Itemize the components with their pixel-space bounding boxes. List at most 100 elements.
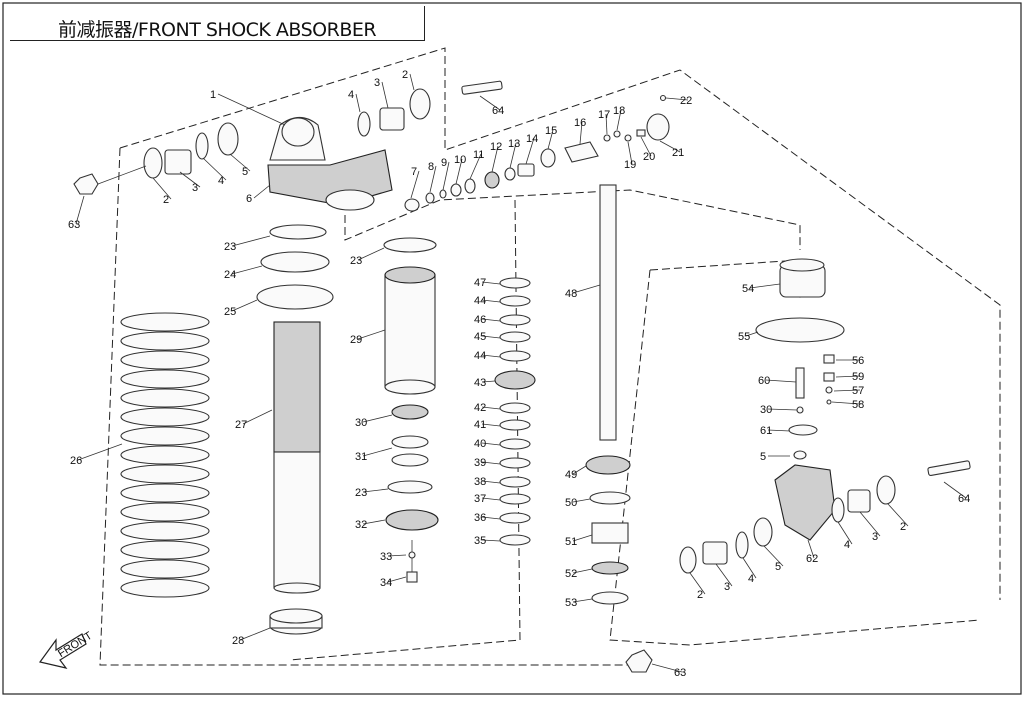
bushing-3-lower-right: [847, 489, 871, 513]
callout-2: 2: [163, 194, 169, 206]
shim-stack: [494, 277, 536, 546]
leader-line: [229, 153, 251, 172]
shim: [499, 476, 531, 488]
callout-41: 41: [474, 419, 486, 431]
leader-line: [547, 129, 554, 150]
o-ring-15: [540, 148, 556, 168]
shim: [499, 402, 531, 414]
shim: [494, 370, 536, 390]
front-arrow-icon: FRONT: [38, 630, 95, 669]
leader-line: [763, 545, 784, 567]
callout-18: 18: [613, 105, 625, 117]
callout-25: 25: [224, 306, 236, 318]
leader-line: [835, 375, 861, 378]
leader-line: [572, 598, 593, 603]
spring-coil: [120, 445, 210, 465]
callout-14: 14: [526, 133, 538, 145]
leader-line: [409, 73, 415, 91]
callout-53: 53: [565, 597, 577, 609]
bearing-24: [260, 251, 330, 273]
seal-52: [591, 561, 629, 575]
assembly-outline-right: [649, 259, 801, 300]
nut-34: [406, 571, 418, 583]
assembly-outline-mid: [344, 189, 801, 250]
upper-right-eye-group: [357, 80, 503, 137]
callout-3: 3: [872, 531, 878, 543]
leader-line: [481, 539, 501, 542]
seat-55: [755, 317, 845, 343]
lower-body-62: [774, 464, 836, 541]
leader-line: [481, 318, 501, 322]
shim: [499, 419, 531, 431]
part-18: [613, 130, 621, 138]
leader-line: [572, 568, 593, 574]
leader-line: [179, 171, 201, 188]
callout-23: 23: [350, 255, 362, 267]
leader-line: [239, 627, 271, 641]
callout-57: 57: [852, 385, 864, 397]
callout-43: 43: [474, 377, 486, 389]
piston-32: [385, 509, 439, 531]
callout-2: 2: [402, 69, 408, 81]
callout-31: 31: [355, 451, 367, 463]
leader-line: [455, 158, 463, 185]
part-10: [450, 183, 462, 197]
bellows-27: [273, 321, 321, 453]
leader-line: [572, 284, 601, 294]
callout-5: 5: [242, 166, 248, 178]
callout-9: 9: [441, 157, 447, 169]
leader-line: [381, 81, 389, 109]
leader-line: [572, 498, 591, 503]
callout-13: 13: [508, 138, 520, 150]
leader-line: [627, 141, 633, 165]
bearing-5: [217, 122, 239, 156]
leader-line: [357, 247, 385, 261]
coil-spring-26: [120, 312, 210, 598]
callout-63: 63: [674, 667, 686, 679]
leader-line: [837, 521, 853, 545]
leader-line: [362, 488, 389, 493]
bump-cover-group: [269, 321, 323, 635]
callout-21: 21: [672, 147, 684, 159]
callout-46: 46: [474, 314, 486, 326]
part-56: [823, 354, 835, 364]
o-ring-23-c: [387, 480, 433, 494]
callout-62: 62: [806, 553, 818, 565]
leader-line: [745, 331, 759, 337]
seal-2-lower-left: [679, 546, 697, 574]
callout-17: 17: [598, 109, 610, 121]
leader-line: [362, 414, 393, 423]
reservoir-cap: [325, 189, 375, 211]
upper-mount-eye: [281, 117, 315, 147]
seal-30: [391, 404, 429, 420]
spring-coil: [120, 578, 210, 598]
part-11: [464, 178, 476, 194]
leader-line: [659, 140, 681, 153]
leader-line: [242, 409, 273, 425]
part-57: [825, 386, 833, 394]
bushing-3-upper: [379, 107, 405, 131]
callout-61: 61: [760, 425, 772, 437]
shim: [499, 277, 531, 289]
part-19: [624, 134, 632, 142]
damper-rod-group: [585, 184, 631, 605]
leader-line: [479, 95, 501, 111]
leader-line: [202, 157, 227, 181]
ring-31-b: [391, 453, 429, 467]
callout-48: 48: [565, 288, 577, 300]
circlip-4-lower-left: [735, 531, 749, 559]
leader-line: [429, 165, 437, 193]
dust-cover-27: [273, 451, 321, 589]
leader-line: [442, 161, 450, 191]
callout-55: 55: [738, 331, 750, 343]
callout-7: 7: [411, 166, 417, 178]
bearing-5-lower-left: [753, 517, 773, 547]
callout-19: 19: [624, 159, 636, 171]
callout-30: 30: [355, 417, 367, 429]
valve-16: [564, 141, 599, 163]
leader-lines: [75, 73, 967, 673]
leader-line: [481, 497, 501, 501]
callout-63: 63: [68, 219, 80, 231]
spring-coil: [120, 407, 210, 427]
callout-52: 52: [565, 568, 577, 580]
